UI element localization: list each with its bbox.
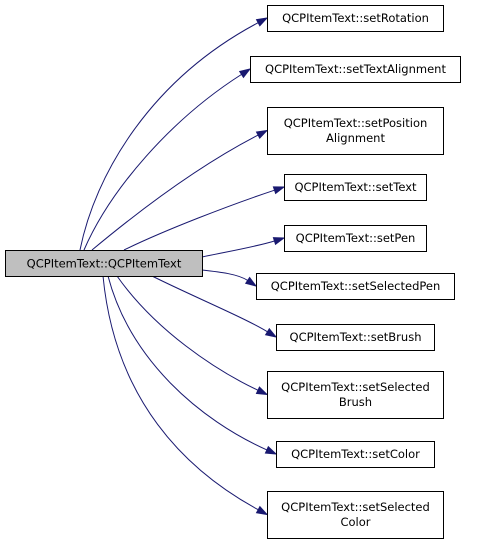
- target-node-5-label-line-0: QCPItemText::setSelectedPen: [271, 279, 441, 293]
- arrowhead-2: [255, 129, 269, 140]
- call-edge-5: [201, 269, 248, 281]
- call-edge-4: [201, 240, 275, 258]
- source-node[interactable]: QCPItemText::QCPItemText: [5, 250, 203, 277]
- target-node-8-label-line-0: QCPItemText::setColor: [291, 447, 420, 461]
- target-node-7-box: [267, 371, 444, 419]
- call-edge-3: [123, 189, 275, 251]
- target-node-9-box: [267, 491, 444, 539]
- target-node-2-label-line-1: Alignment: [326, 131, 385, 145]
- target-node-2-box: [267, 107, 444, 155]
- target-node-4-box: [284, 225, 427, 252]
- call-nodes: QCPItemText::QCPItemTextQCPItemText::set…: [5, 5, 461, 539]
- target-node-5-box: [256, 273, 455, 300]
- target-node-1[interactable]: QCPItemText::setTextAlignment: [250, 56, 461, 83]
- target-node-9-label-line-0: QCPItemText::setSelected: [281, 500, 430, 514]
- target-node-3[interactable]: QCPItemText::setText: [284, 174, 427, 201]
- call-edge-9: [102, 275, 259, 511]
- call-edge-0: [79, 22, 259, 251]
- target-node-6-box: [276, 324, 435, 351]
- arrowhead-5: [244, 276, 258, 287]
- arrowhead-4: [272, 237, 286, 246]
- target-node-3-box: [284, 174, 427, 201]
- target-node-4[interactable]: QCPItemText::setPen: [284, 225, 427, 252]
- target-node-1-label-line-0: QCPItemText::setTextAlignment: [265, 62, 446, 76]
- source-node-box: [5, 250, 203, 277]
- target-node-6[interactable]: QCPItemText::setBrush: [276, 324, 435, 351]
- arrowhead-7: [255, 386, 269, 396]
- target-node-0[interactable]: QCPItemText::setRotation: [267, 5, 444, 32]
- target-node-7-label-line-0: QCPItemText::setSelected: [281, 380, 430, 394]
- arrowhead-9: [255, 505, 269, 516]
- target-node-8[interactable]: QCPItemText::setColor: [276, 441, 435, 468]
- call-edge-6: [151, 275, 268, 333]
- target-node-2-label-line-0: QCPItemText::setPosition: [284, 116, 428, 130]
- call-edge-1: [83, 73, 242, 251]
- target-node-0-box: [267, 5, 444, 32]
- target-node-4-label-line-0: QCPItemText::setPen: [296, 231, 416, 245]
- source-node-label: QCPItemText::QCPItemText: [27, 257, 182, 271]
- call-edge-7: [116, 275, 259, 391]
- call-edge-2: [91, 134, 259, 251]
- arrowhead-0: [255, 17, 269, 27]
- target-node-9-label-line-1: Color: [340, 515, 370, 529]
- arrowhead-8: [264, 445, 278, 455]
- target-node-5[interactable]: QCPItemText::setSelectedPen: [256, 273, 455, 300]
- arrowhead-1: [238, 68, 252, 79]
- call-edge-8: [107, 275, 268, 451]
- target-node-0-label-line-0: QCPItemText::setRotation: [282, 11, 429, 25]
- target-node-3-label-line-0: QCPItemText::setText: [294, 180, 417, 194]
- call-edges: [79, 17, 286, 516]
- target-node-8-box: [276, 441, 435, 468]
- target-node-7-label-line-1: Brush: [339, 395, 372, 409]
- arrowhead-3: [272, 186, 286, 195]
- target-node-6-label-line-0: QCPItemText::setBrush: [290, 330, 422, 344]
- target-node-1-box: [250, 56, 461, 83]
- arrowhead-6: [264, 327, 278, 338]
